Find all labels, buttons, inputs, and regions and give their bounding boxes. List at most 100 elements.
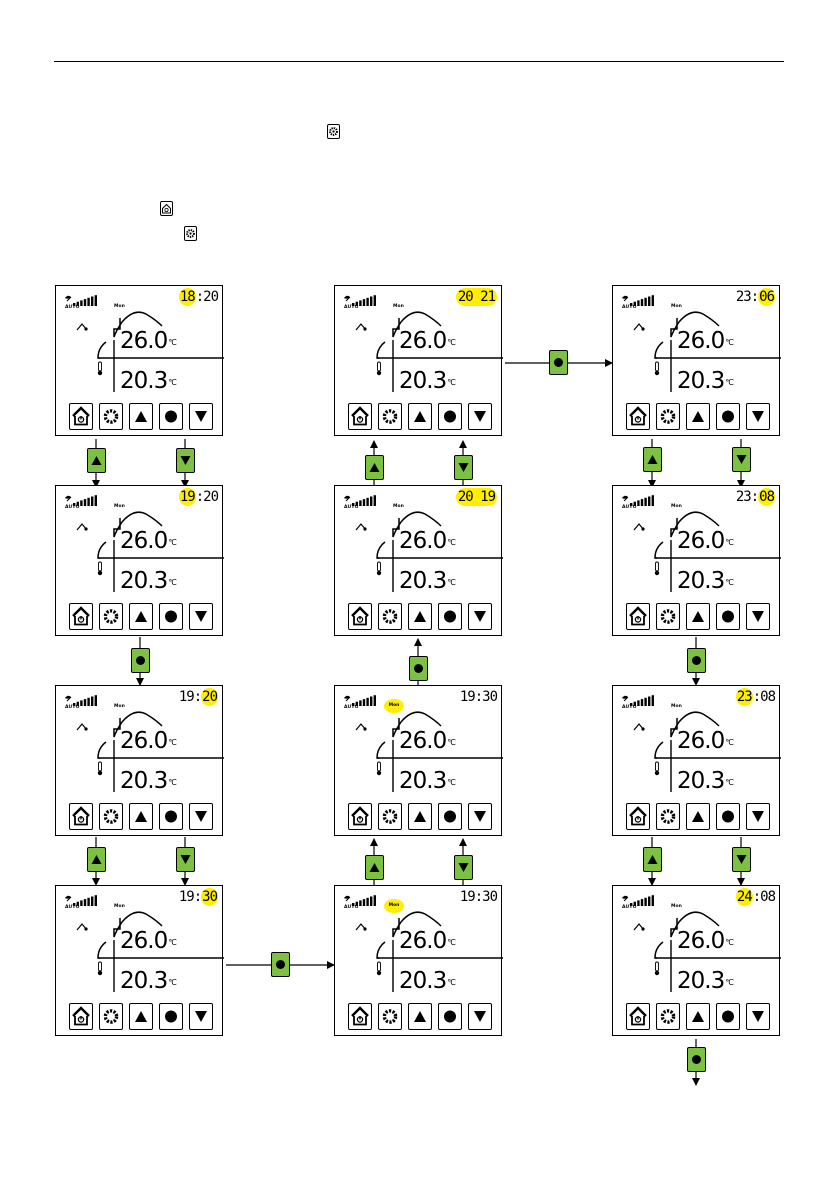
settings-button[interactable] — [99, 1003, 123, 1030]
auto-label: AUTO — [65, 505, 80, 510]
up-button[interactable] — [408, 1003, 432, 1030]
down-button[interactable] — [468, 603, 492, 630]
settings-button[interactable] — [656, 1003, 680, 1030]
home-button[interactable] — [69, 603, 93, 630]
signal-strength-icon — [64, 692, 100, 711]
fan-auto-icon — [76, 718, 90, 737]
down-button[interactable] — [746, 603, 770, 630]
ok-button[interactable] — [159, 403, 183, 430]
settings-button[interactable] — [656, 803, 680, 830]
day-label: Mon — [384, 699, 404, 713]
filled-circle-icon — [439, 410, 461, 433]
down-button[interactable] — [189, 403, 213, 430]
up-button[interactable] — [408, 803, 432, 830]
ok-button[interactable] — [159, 803, 183, 830]
settings-button[interactable] — [378, 403, 402, 430]
down-button[interactable] — [468, 803, 492, 830]
triangle-down-icon — [747, 611, 769, 633]
home-button[interactable] — [348, 803, 372, 830]
auto-label: AUTO — [622, 905, 637, 910]
up-button[interactable] — [408, 403, 432, 430]
ok-button[interactable] — [159, 1003, 183, 1030]
down-button[interactable] — [468, 1003, 492, 1030]
ok-button[interactable] — [438, 603, 462, 630]
down-button[interactable] — [468, 403, 492, 430]
triangle-down-icon — [190, 611, 212, 633]
triangle-up-icon — [130, 611, 152, 633]
settings-button[interactable] — [656, 603, 680, 630]
panel-button-row — [66, 803, 216, 832]
clock-display: 19:30 — [178, 888, 218, 906]
home-button[interactable] — [626, 603, 650, 630]
room-temperature: 20.3°C — [120, 568, 177, 594]
home-button[interactable] — [626, 1003, 650, 1030]
home-button[interactable] — [348, 603, 372, 630]
auto-label: AUTO — [622, 705, 637, 710]
home-button[interactable] — [69, 1003, 93, 1030]
up-button[interactable] — [129, 803, 153, 830]
ok-button[interactable] — [716, 803, 740, 830]
up-button[interactable] — [686, 803, 710, 830]
set-temperature: 26.0°C — [677, 728, 734, 754]
ok-button[interactable] — [438, 403, 462, 430]
set-temperature: 26.0°C — [677, 328, 734, 354]
down-button[interactable] — [746, 403, 770, 430]
panel-button-row — [66, 403, 216, 432]
down-button[interactable] — [189, 803, 213, 830]
home-button[interactable] — [69, 403, 93, 430]
clock-hours: 20 — [457, 289, 474, 305]
filled-circle-icon — [160, 410, 182, 433]
down-button[interactable] — [746, 1003, 770, 1030]
up-button[interactable] — [686, 1003, 710, 1030]
settings-button[interactable] — [656, 403, 680, 430]
home-button[interactable] — [348, 1003, 372, 1030]
triangle-down-icon — [747, 811, 769, 833]
set-temperature: 26.0°C — [120, 328, 177, 354]
fan-auto-icon — [355, 318, 369, 337]
day-label: Mon — [671, 504, 682, 509]
home-button[interactable] — [626, 403, 650, 430]
gear-icon — [327, 124, 340, 139]
up-button[interactable] — [408, 603, 432, 630]
up-button[interactable] — [129, 403, 153, 430]
fan-auto-icon — [76, 518, 90, 537]
up-button[interactable] — [129, 603, 153, 630]
step-up-button — [87, 448, 106, 473]
settings-button[interactable] — [99, 603, 123, 630]
settings-button[interactable] — [378, 603, 402, 630]
up-button[interactable] — [686, 603, 710, 630]
ok-button[interactable] — [716, 403, 740, 430]
home-button[interactable] — [69, 803, 93, 830]
up-button[interactable] — [686, 403, 710, 430]
set-temperature: 26.0°C — [399, 928, 456, 954]
ok-button[interactable] — [438, 803, 462, 830]
up-button[interactable] — [129, 1003, 153, 1030]
step-down-button — [732, 447, 751, 472]
home-button[interactable] — [626, 803, 650, 830]
settings-button[interactable] — [99, 803, 123, 830]
down-button[interactable] — [189, 603, 213, 630]
home-button[interactable] — [348, 403, 372, 430]
signal-strength-icon — [621, 692, 657, 711]
panel-button-row — [345, 403, 495, 432]
down-button[interactable] — [746, 803, 770, 830]
filled-circle-icon — [160, 610, 182, 633]
clock-hours: 23 — [735, 489, 752, 505]
down-button[interactable] — [189, 1003, 213, 1030]
ok-button[interactable] — [716, 1003, 740, 1030]
settings-button[interactable] — [99, 403, 123, 430]
clock-minutes: 06 — [758, 288, 775, 306]
settings-button[interactable] — [378, 1003, 402, 1030]
filled-circle-icon — [439, 810, 461, 833]
ok-button[interactable] — [716, 603, 740, 630]
home-power-icon — [70, 406, 92, 433]
fan-auto-icon — [633, 918, 647, 937]
ok-button[interactable] — [159, 603, 183, 630]
step-down-button — [176, 448, 195, 473]
step-down-button — [454, 855, 473, 880]
settings-button[interactable] — [378, 803, 402, 830]
ok-button[interactable] — [438, 1003, 462, 1030]
